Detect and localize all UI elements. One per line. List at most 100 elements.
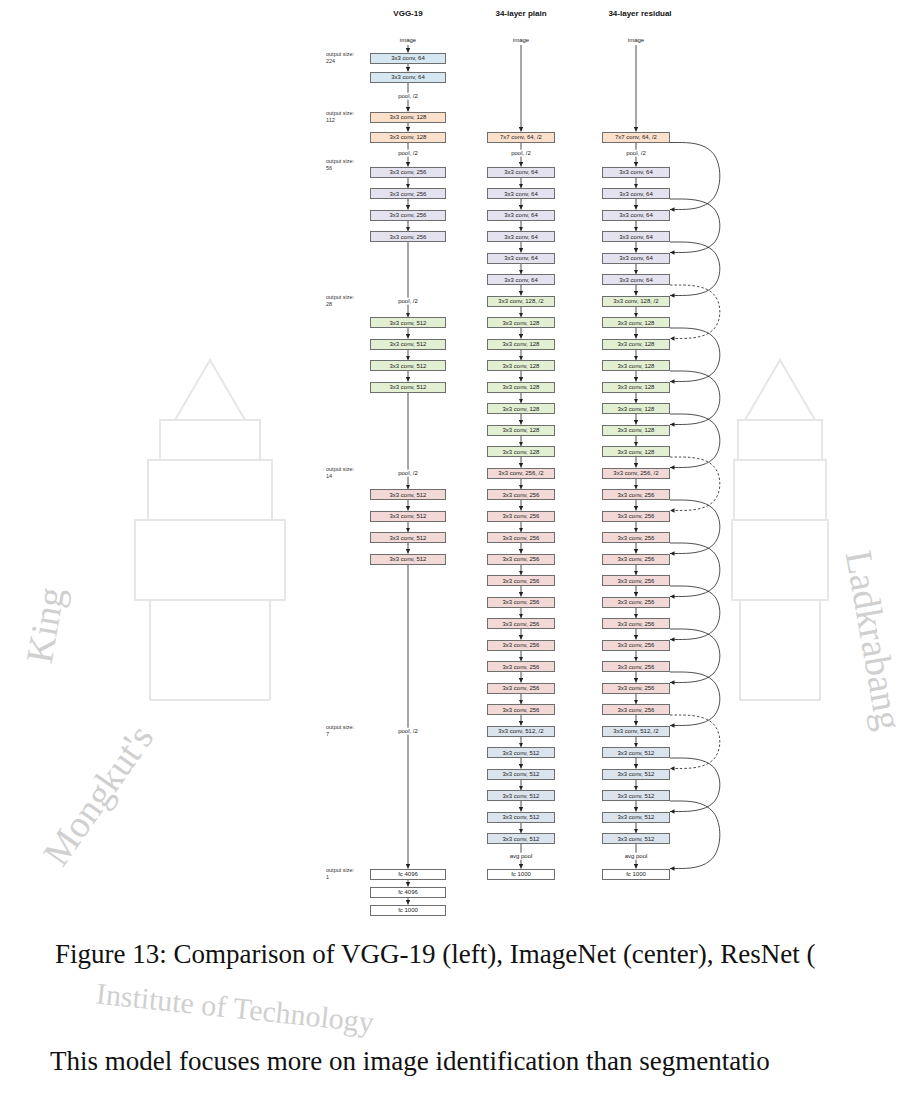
pool-label: pool, /2: [397, 150, 420, 157]
layer-label: 3x3 conv, 256: [618, 664, 655, 670]
layer-label: 3x3 conv, 512: [390, 363, 427, 369]
layer-label: 3x3 conv, 128: [618, 406, 655, 412]
shortcut-connection: [670, 371, 720, 425]
input-arrow: [408, 45, 409, 53]
output-size-label: output size: 28: [326, 294, 358, 307]
watermark-emblem-right: [732, 360, 828, 700]
pool-label-holder: pool, /2: [397, 93, 420, 100]
layer-arrow: [636, 651, 637, 662]
column-title: 34-layer plain: [495, 10, 546, 19]
pool-label: avg pool: [623, 853, 649, 860]
layer-label: 3x3 conv, 256: [503, 492, 540, 498]
shortcut-connection: [670, 414, 720, 468]
layer-arrow: [636, 457, 637, 468]
layer-box: 3x3 conv, 256: [487, 618, 555, 629]
layer-box: 3x3 conv, 128: [602, 360, 670, 371]
layer-arrow: [636, 543, 637, 554]
label-holder: output size: 112: [326, 110, 358, 123]
watermark-tier: [738, 420, 822, 460]
layer-label: 3x3 conv, 256: [618, 685, 655, 691]
layer-arrow: [408, 221, 409, 232]
layer-label: 3x3 conv, 128: [618, 384, 655, 390]
column-title: VGG-19: [393, 10, 422, 19]
layer-arrow: [521, 565, 522, 576]
layer-arrow: [408, 500, 409, 511]
layer-arrow: [636, 479, 637, 490]
layer-label: 3x3 conv, 64: [619, 234, 653, 240]
pool-label-holder: pool, /2: [397, 298, 420, 305]
watermark-base: [740, 600, 820, 700]
pool-label-holder: pool, /2: [397, 150, 420, 157]
layer-arrow: [408, 543, 409, 554]
layer-label: 3x3 conv, 256: [618, 513, 655, 519]
watermark-tier: [734, 460, 826, 520]
body-text: This model focuses more on image identif…: [50, 1047, 770, 1077]
pool-label-holder: pool, /2: [397, 470, 420, 477]
layer-arrow: [521, 199, 522, 210]
layer-box: 3x3 conv, 64: [370, 53, 446, 64]
figure-caption: Figure 13: Comparison of VGG-19 (left), …: [55, 940, 816, 970]
layer-label: 3x3 conv, 256: [390, 191, 427, 197]
layer-box: 3x3 conv, 128: [487, 382, 555, 393]
layer-box: 3x3 conv, 256: [487, 704, 555, 715]
layer-arrow: [636, 608, 637, 619]
output-size-label: output size: 112: [326, 110, 358, 123]
layer-arrow: [521, 608, 522, 619]
layer-box: 3x3 conv, 256: [487, 683, 555, 694]
layer-arrow: [521, 479, 522, 490]
layer-label: 3x3 conv, 512: [390, 492, 427, 498]
layer-box: 3x3 conv, 256: [487, 597, 555, 608]
layer-box: fc 4096: [370, 869, 446, 880]
layer-arrow: [636, 565, 637, 576]
layer-label: 3x3 conv, 128: [618, 449, 655, 455]
layer-label: 3x3 conv, 128: [618, 341, 655, 347]
layer-label: 3x3 conv, 512: [503, 771, 540, 777]
layer-arrow: [521, 242, 522, 253]
layer-label: 3x3 conv, 64: [504, 234, 538, 240]
layer-box: 3x3 conv, 512: [370, 511, 446, 522]
label-holder: 34-layer plain: [495, 10, 546, 19]
layer-label: 3x3 conv, 512: [503, 836, 540, 842]
caption-holder: Figure 13: Comparison of VGG-19 (left), …: [55, 940, 816, 970]
layer-box: 3x3 conv, 512, /2: [487, 726, 555, 737]
layer-arrow: [521, 672, 522, 683]
shortcut-connection: [670, 801, 720, 869]
layer-box: 3x3 conv, 64: [487, 231, 555, 242]
layer-label: 3x3 conv, 512: [618, 771, 655, 777]
layer-arrow: [521, 522, 522, 533]
layer-label: 3x3 conv, 256: [503, 642, 540, 648]
layer-box: 3x3 conv, 128: [602, 339, 670, 350]
label-holder: VGG-19: [393, 10, 422, 19]
layer-box: 3x3 conv, 256: [487, 532, 555, 543]
layer-box: 3x3 conv, 64: [602, 274, 670, 285]
layer-label: 3x3 conv, 256: [503, 599, 540, 605]
output-size-label: output size: 1: [326, 867, 358, 880]
layer-box: fc 1000: [370, 905, 446, 916]
layer-arrow: [636, 500, 637, 511]
layer-box: 3x3 conv, 512: [602, 747, 670, 758]
layer-label: 3x3 conv, 512, /2: [613, 728, 658, 734]
layer-arrow: [636, 307, 637, 318]
layer-arrow: [636, 586, 637, 597]
layer-box: 3x3 conv, 512: [370, 532, 446, 543]
layer-label: fc 1000: [511, 871, 531, 877]
layer-label: 3x3 conv, 64: [619, 191, 653, 197]
layer-arrow: [521, 371, 522, 382]
shortcut-connection: [670, 715, 720, 769]
watermark-tier: [135, 520, 285, 600]
layer-arrow: [636, 737, 637, 748]
layer-box: fc 4096: [370, 887, 446, 898]
layer-box: 3x3 conv, 256, /2: [602, 468, 670, 479]
shortcut-connection: [670, 500, 720, 554]
layer-label: 3x3 conv, 256: [618, 556, 655, 562]
layer-box: 3x3 conv, 64: [487, 210, 555, 221]
input-label: image: [400, 37, 416, 44]
layer-label: 3x3 conv, 512: [618, 750, 655, 756]
watermark-tier: [732, 520, 828, 600]
shortcut-connection: [670, 758, 720, 812]
layer-label: 3x3 conv, 256: [503, 621, 540, 627]
shortcut-connection: [670, 457, 720, 511]
pool-label: pool, /2: [397, 470, 420, 477]
layer-label: 3x3 conv, 512: [390, 535, 427, 541]
layer-label: 3x3 conv, 64: [619, 212, 653, 218]
